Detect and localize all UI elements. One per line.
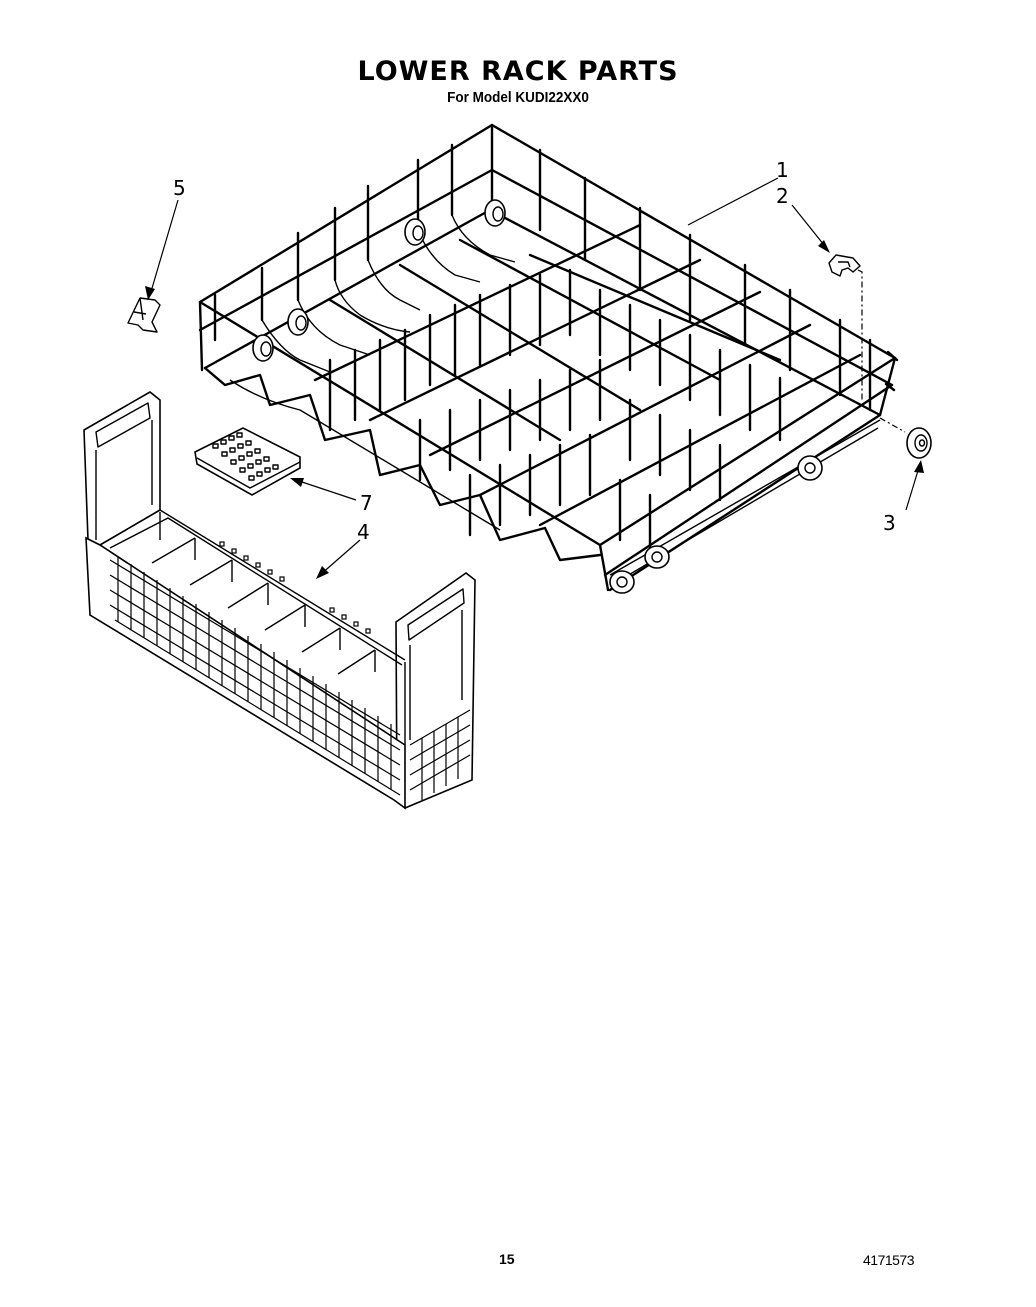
rack-bumper [127, 297, 161, 333]
callout-4: 4 [357, 520, 370, 544]
basket-lid [194, 427, 301, 496]
callout-5: 5 [173, 176, 186, 200]
rack-wheel-back [252, 199, 506, 362]
page-number: 15 [499, 1251, 515, 1267]
document-number: 4171573 [863, 1252, 915, 1268]
exploded-parts-diagram [83, 123, 932, 810]
callout-1: 1 [776, 158, 789, 182]
model-subtitle: For Model KUDI22XX0 [447, 89, 589, 106]
callout-2: 2 [776, 184, 789, 208]
rack-clip [828, 254, 863, 400]
leader-lines [145, 177, 924, 579]
callout-3: 3 [883, 511, 896, 535]
silverware-basket [83, 391, 476, 810]
rack-wheel-part [879, 417, 932, 459]
callout-7: 7 [360, 491, 373, 515]
page-title: LOWER RACK PARTS [357, 56, 679, 87]
rack-wheel-front [609, 455, 823, 594]
lower-rack-assembly [198, 123, 899, 594]
